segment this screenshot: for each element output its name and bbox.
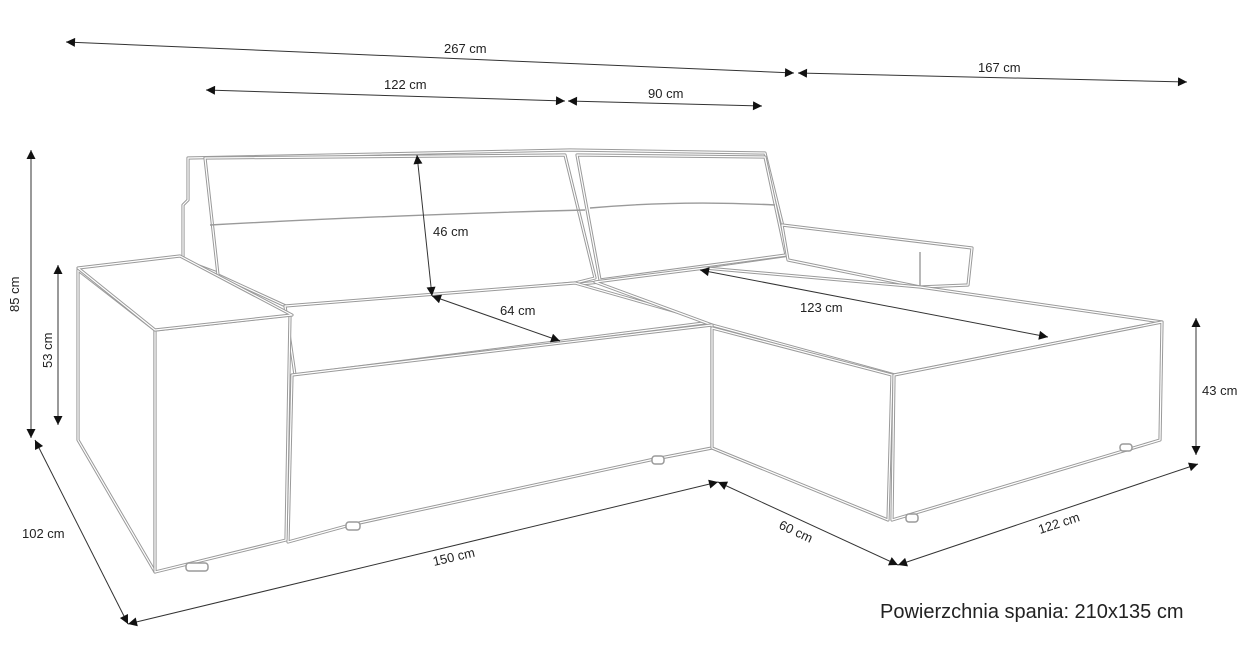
label-chaise-length: 167 cm xyxy=(978,60,1021,75)
dim-line-chaise-side xyxy=(897,462,1199,567)
label-chaise-front: 60 cm xyxy=(777,517,815,546)
label-backrest-height: 46 cm xyxy=(433,224,468,239)
label-chaise-side: 122 cm xyxy=(1036,509,1081,536)
dim-line-back-right xyxy=(567,96,763,111)
label-back-left: 122 cm xyxy=(384,77,427,92)
dim-line-backrest-height xyxy=(413,154,436,297)
label-front-width: 150 cm xyxy=(431,545,476,569)
label-seat-depth: 64 cm xyxy=(500,303,535,318)
label-armrest-height: 53 cm xyxy=(40,333,55,368)
dim-line-chaise-length xyxy=(797,68,1188,87)
sleeping-area-caption: Powierzchnia spania: 210x135 cm xyxy=(880,601,1184,623)
label-back-right: 90 cm xyxy=(648,86,683,101)
dim-line-chaise-front xyxy=(717,481,899,566)
label-seat-height: 43 cm xyxy=(1202,383,1237,398)
label-chaise-seat: 123 cm xyxy=(800,300,843,315)
dim-line-depth xyxy=(34,439,129,625)
back-cushion-right xyxy=(575,153,788,282)
label-total-height: 85 cm xyxy=(7,277,22,312)
dim-line-front-width xyxy=(127,479,719,627)
dim-line-chaise-seat xyxy=(699,267,1049,340)
label-depth: 102 cm xyxy=(22,526,65,541)
dim-line-total-width xyxy=(65,37,795,78)
label-total-width: 267 cm xyxy=(444,41,487,56)
dimension-lines xyxy=(26,37,1201,627)
dim-line-seat-depth xyxy=(431,294,561,343)
left-armrest xyxy=(76,254,294,574)
dim-line-back-left xyxy=(205,85,566,106)
sofa-drawing xyxy=(76,148,1164,574)
